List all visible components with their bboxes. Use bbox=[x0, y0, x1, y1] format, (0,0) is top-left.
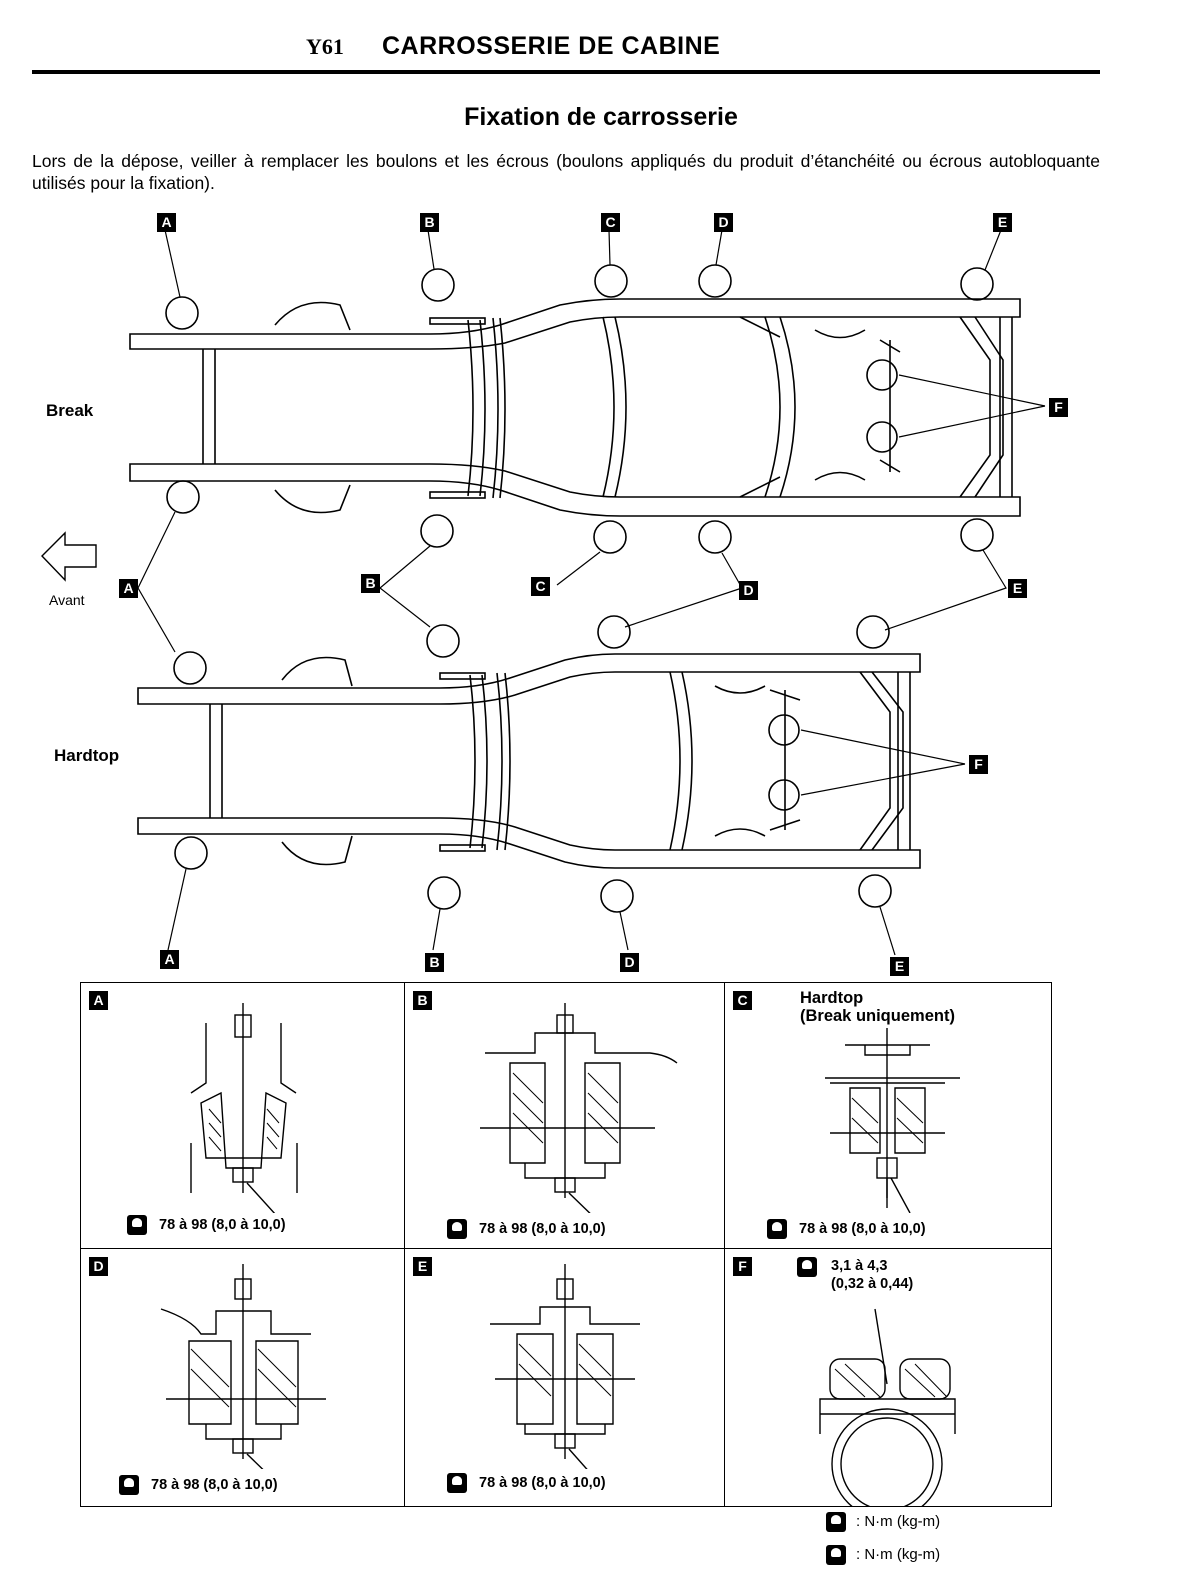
torque-wrench-icon bbox=[447, 1219, 467, 1239]
frame-diagram: A B C D E F A B C D E F A B D E Break Ha… bbox=[0, 200, 1202, 980]
detail-d: D 78 à 98 (8,0 à 10,0) bbox=[81, 1249, 405, 1506]
detail-f-torque-line1: 3,1 à 4,3 bbox=[831, 1258, 888, 1274]
point-e-bottom-badge: E bbox=[890, 957, 909, 976]
detail-b-badge: B bbox=[413, 991, 432, 1010]
detail-a-torque-value: 78 à 98 (8,0 à 10,0) bbox=[159, 1216, 286, 1233]
point-a-mid-badge: A bbox=[119, 579, 138, 598]
detail-e-torque-value: 78 à 98 (8,0 à 10,0) bbox=[479, 1474, 606, 1491]
detail-a-badge: A bbox=[89, 991, 108, 1010]
leader-lines bbox=[137, 229, 1046, 956]
detail-b: B 78 à 98 (8,0 à 10,0) bbox=[405, 983, 725, 1249]
detail-e: E 78 à 98 (8,0 à 10,0) bbox=[405, 1249, 725, 1506]
torque-wrench-icon bbox=[826, 1545, 846, 1565]
point-d-mid-badge: D bbox=[739, 581, 758, 600]
mount-detail-grid: A 78 à 98 (8,0 à 10,0) B 78 à 98 (8,0 à … bbox=[80, 982, 1052, 1507]
mount-c-drawing bbox=[825, 1028, 960, 1213]
detail-c-note-line2: (Break uniquement) bbox=[800, 1007, 955, 1025]
mount-d-drawing bbox=[160, 1264, 326, 1469]
point-b-top-badge: B bbox=[420, 213, 439, 232]
torque-wrench-icon bbox=[767, 1219, 787, 1239]
torque-wrench-icon bbox=[447, 1473, 467, 1493]
point-c-top-badge: C bbox=[601, 213, 620, 232]
detail-a: A 78 à 98 (8,0 à 10,0) bbox=[81, 983, 405, 1249]
detail-d-badge: D bbox=[89, 1257, 108, 1276]
legend-text-1: : N·m (kg-m) bbox=[856, 1512, 941, 1530]
torque-wrench-icon bbox=[119, 1475, 139, 1495]
header-rule bbox=[32, 70, 1100, 74]
model-code: Y61 bbox=[306, 34, 344, 59]
detail-c: C Hardtop (Break uniquement) 78 à 98 (8,… bbox=[725, 983, 1051, 1249]
legend-row-2: : N·m (kg-m) bbox=[826, 1545, 940, 1565]
hardtop-frame bbox=[137, 653, 921, 869]
break-label: Break bbox=[46, 401, 94, 420]
detail-c-torque: 78 à 98 (8,0 à 10,0) bbox=[767, 1219, 926, 1239]
detail-f-badge: F bbox=[733, 1257, 752, 1276]
point-f-break-badge: F bbox=[1049, 398, 1068, 417]
hardtop-label: Hardtop bbox=[54, 746, 120, 765]
intro-paragraph: Lors de la dépose, veiller à remplacer l… bbox=[32, 151, 1100, 193]
detail-c-torque-value: 78 à 98 (8,0 à 10,0) bbox=[799, 1220, 926, 1237]
torque-wrench-icon bbox=[797, 1257, 817, 1277]
front-arrow-icon bbox=[41, 531, 97, 582]
point-c-mid-badge: C bbox=[531, 577, 550, 596]
point-f-hardtop-badge: F bbox=[969, 755, 988, 774]
section-title: CARROSSERIE DE CABINE bbox=[382, 32, 721, 60]
page-header: Y61 CARROSSERIE DE CABINE bbox=[0, 30, 1202, 74]
point-a-bottom-badge: A bbox=[160, 950, 179, 969]
detail-f: F 3,1 à 4,3 (0,32 à 0,44) bbox=[725, 1249, 1051, 1506]
legend-row-1: : N·m (kg-m) bbox=[826, 1512, 940, 1532]
point-d-top-badge: D bbox=[714, 213, 733, 232]
detail-b-torque: 78 à 98 (8,0 à 10,0) bbox=[447, 1219, 606, 1239]
mount-b-drawing bbox=[480, 1003, 678, 1213]
front-label: Avant bbox=[49, 592, 85, 608]
point-e-mid-badge: E bbox=[1008, 579, 1027, 598]
detail-e-torque: 78 à 98 (8,0 à 10,0) bbox=[447, 1473, 606, 1493]
detail-e-badge: E bbox=[413, 1257, 432, 1276]
detail-c-badge: C bbox=[733, 991, 752, 1010]
torque-wrench-icon bbox=[127, 1215, 147, 1235]
detail-d-torque-value: 78 à 98 (8,0 à 10,0) bbox=[151, 1476, 278, 1493]
point-b-mid-badge: B bbox=[361, 574, 380, 593]
page-title: Fixation de carrosserie bbox=[464, 103, 738, 131]
detail-a-torque: 78 à 98 (8,0 à 10,0) bbox=[127, 1215, 286, 1235]
detail-f-torque-line2: (0,32 à 0,44) bbox=[831, 1276, 914, 1292]
detail-d-torque: 78 à 98 (8,0 à 10,0) bbox=[119, 1475, 278, 1495]
detail-c-note-line1: Hardtop bbox=[800, 989, 864, 1007]
break-frame bbox=[129, 298, 1021, 517]
detail-b-torque-value: 78 à 98 (8,0 à 10,0) bbox=[479, 1220, 606, 1237]
mount-e-drawing bbox=[490, 1264, 640, 1469]
legend-text-2: : N·m (kg-m) bbox=[856, 1545, 941, 1563]
mount-a-drawing bbox=[190, 1003, 298, 1213]
point-e-top-badge: E bbox=[993, 213, 1012, 232]
point-b-bottom-badge: B bbox=[425, 953, 444, 972]
break-mount-circles bbox=[165, 264, 994, 554]
point-d-bottom-badge: D bbox=[620, 953, 639, 972]
frame-drawing bbox=[41, 229, 1046, 956]
point-a-top-badge: A bbox=[157, 213, 176, 232]
detail-c-note: Hardtop (Break uniquement) bbox=[800, 989, 955, 1025]
torque-wrench-icon bbox=[826, 1512, 846, 1532]
detail-f-torque: 3,1 à 4,3 (0,32 à 0,44) bbox=[797, 1257, 913, 1293]
mount-f-drawing bbox=[819, 1308, 956, 1506]
hardtop-mount-circles bbox=[173, 615, 892, 913]
